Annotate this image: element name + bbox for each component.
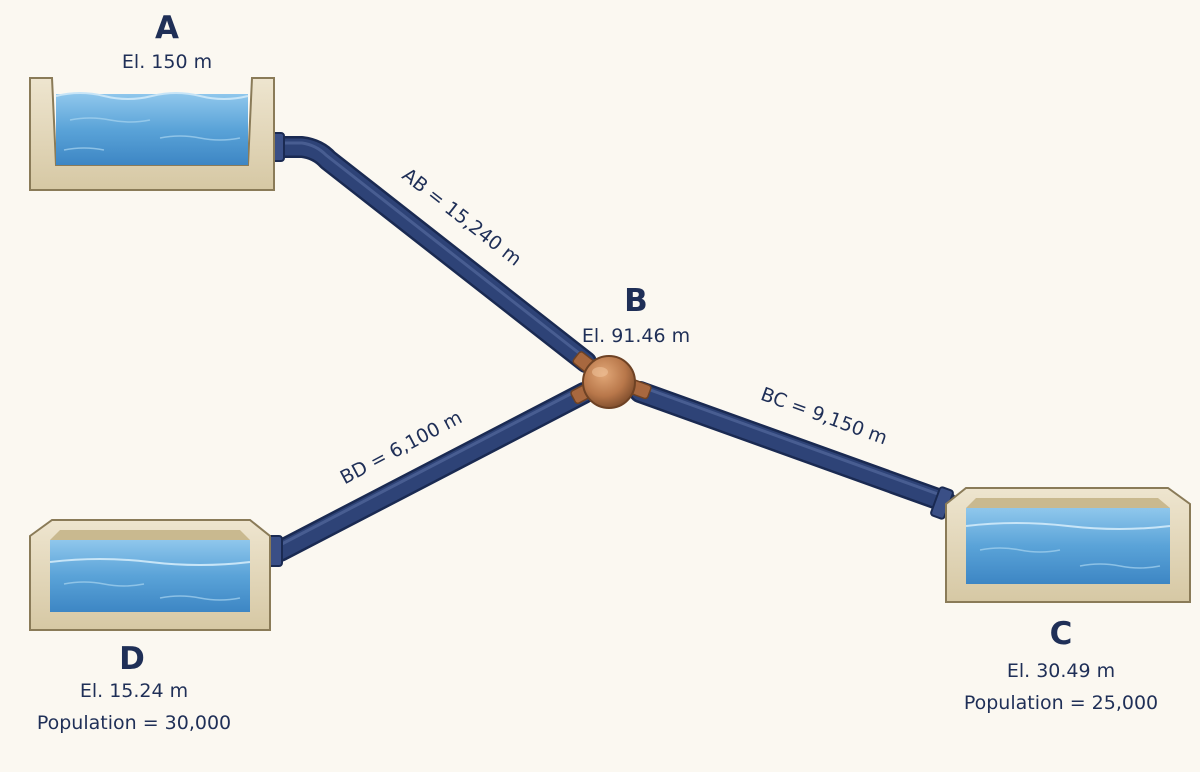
- node-a-elevation: El. 150 m: [122, 51, 212, 73]
- pipe-bd: [267, 382, 595, 567]
- node-c-elevation: El. 30.49 m: [1007, 660, 1115, 682]
- reservoir-a: [29, 77, 275, 191]
- junction-b: [570, 351, 652, 409]
- node-d-elevation: El. 15.24 m: [80, 680, 188, 702]
- reservoir-c: [945, 487, 1191, 603]
- reservoir-d: [29, 519, 271, 631]
- node-d-population: Population = 30,000: [37, 712, 231, 734]
- node-b-elevation: El. 91.46 m: [582, 325, 690, 347]
- node-d-label: D: [119, 641, 145, 677]
- pipe-ab: [269, 132, 597, 373]
- node-a-label: A: [155, 10, 179, 46]
- node-b-label: B: [624, 283, 648, 319]
- node-c-population: Population = 25,000: [964, 692, 1158, 714]
- pipe-bc: [629, 381, 957, 520]
- node-c-label: C: [1050, 616, 1073, 652]
